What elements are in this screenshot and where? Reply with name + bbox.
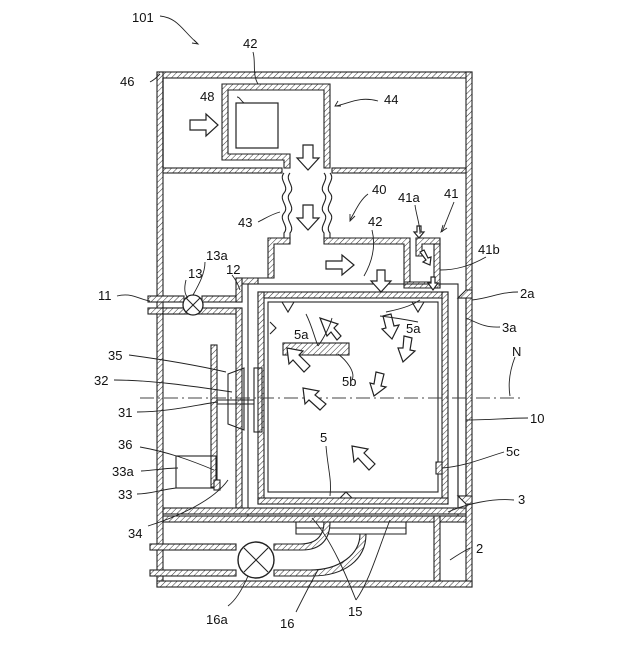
motor-assembly: [176, 345, 262, 490]
label-41a: 41a: [398, 190, 420, 205]
label-5b: 5b: [342, 374, 356, 389]
label-3: 3: [518, 492, 525, 507]
label-43: 43: [238, 215, 252, 230]
label-5: 5: [320, 430, 327, 445]
arrow-down-icon: [398, 336, 415, 362]
arrow-down-icon: [414, 226, 424, 238]
base-drain: [150, 508, 466, 581]
arrow-up-left-icon: [352, 446, 375, 470]
arrow-up-left-icon: [320, 318, 341, 340]
label-36: 36: [118, 437, 132, 452]
arrow-up-left-icon: [303, 388, 326, 410]
label-46: 46: [120, 74, 134, 89]
label-5a-right: 5a: [406, 321, 421, 336]
upper-duct-42: [222, 84, 330, 168]
label-16: 16: [280, 616, 294, 631]
label-N: N: [512, 344, 521, 359]
label-42-mid: 42: [368, 214, 382, 229]
label-2a: 2a: [520, 286, 535, 301]
arrow-down-icon: [370, 372, 386, 396]
label-13: 13: [188, 266, 202, 281]
label-13a: 13a: [206, 248, 228, 263]
arrow-right-icon: [326, 255, 354, 275]
arrow-down-icon: [297, 205, 319, 230]
drum-5: [248, 284, 458, 516]
label-44: 44: [384, 92, 398, 107]
arrow-down-icon: [297, 145, 319, 170]
label-32: 32: [94, 373, 108, 388]
label-16a: 16a: [206, 612, 228, 627]
label-2: 2: [476, 541, 483, 556]
label-48: 48: [200, 89, 214, 104]
label-3a: 3a: [502, 320, 517, 335]
label-5c: 5c: [506, 444, 520, 459]
label-40: 40: [372, 182, 386, 197]
label-41: 41: [444, 186, 458, 201]
arrow-down-right-icon: [420, 250, 431, 265]
label-5a-left: 5a: [294, 327, 309, 342]
label-34: 34: [128, 526, 142, 541]
arrow-right-icon: [190, 114, 218, 136]
label-41b: 41b: [478, 242, 500, 257]
label-42-top: 42: [243, 36, 257, 51]
label-33: 33: [118, 487, 132, 502]
label-12: 12: [226, 262, 240, 277]
label-33a: 33a: [112, 464, 134, 479]
label-101: 101: [132, 10, 154, 25]
label-15: 15: [348, 604, 362, 619]
label-35: 35: [108, 348, 122, 363]
label-31: 31: [118, 405, 132, 420]
filter-box-48: [236, 103, 278, 148]
label-10: 10: [530, 411, 544, 426]
arrow-down-icon: [371, 270, 391, 292]
label-11: 11: [98, 288, 112, 303]
